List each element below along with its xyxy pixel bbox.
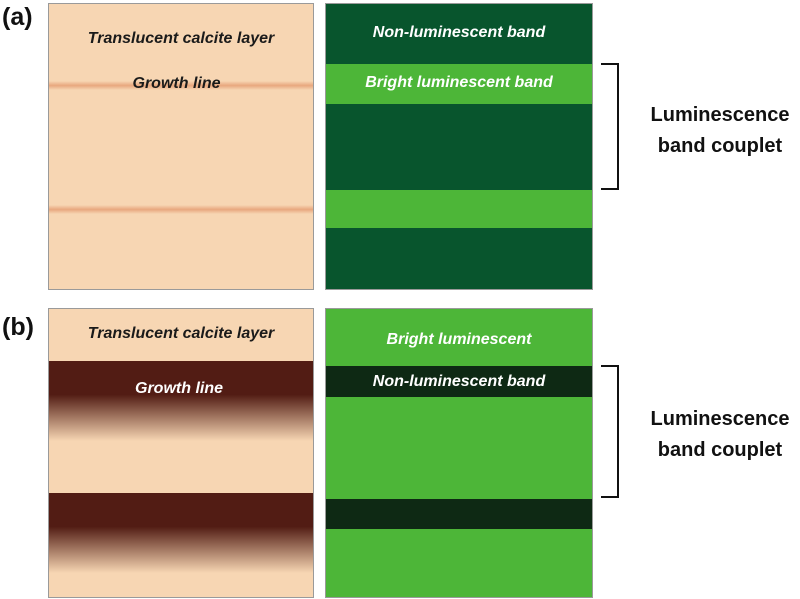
panel-b-growth-line-2 [49,493,313,573]
panel-a-couplet-bracket [601,63,619,190]
panel-b-calcite-column: Translucent calcite layer Growth line [48,308,314,598]
panel-a-label: (a) [2,3,33,31]
panel-a-cl-column: Non-luminescent band Bright luminescent … [325,3,593,290]
panel-b-couplet-line1: Luminescence [650,408,790,430]
panel-a-growth-line-label: Growth line [132,75,221,92]
panel-b-nonlum-label: Non-luminescent band [372,373,546,390]
panel-b-growth-line-label: Growth line [135,380,223,397]
panel-a-growth-line-2 [49,205,313,214]
panel-a-bright-band-2 [326,190,592,228]
panel-a-bright-band-1 [326,64,592,104]
panel-b-couplet-bracket [601,365,619,498]
panel-b-bright-label: Bright luminescent [386,331,532,348]
panel-b-couplet-line2: band couplet [657,439,783,461]
panel-a-growth-line-1 [49,81,313,90]
panel-a-couplet-line1: Luminescence [650,104,790,126]
panel-a-calcite-column: Translucent calcite layer Growth line [48,3,314,290]
panel-a-couplet-line2: band couplet [657,135,783,157]
panel-b-label: (b) [2,313,34,341]
panel-b-dark-band-1 [326,366,592,397]
panel-a-calcite-label: Translucent calcite layer [87,30,275,47]
panel-b-couplet-label: Luminescence band couplet [640,404,800,466]
panel-b-cl-column: Bright luminescent Non-luminescent band [325,308,593,598]
panel-a-couplet-label: Luminescence band couplet [640,100,800,162]
panel-b-calcite-label: Translucent calcite layer [87,325,275,342]
panel-b-dark-band-2 [326,499,592,529]
panel-a-nonlum-label: Non-luminescent band [372,24,546,41]
panel-b-growth-line-1 [49,361,313,441]
panel-a-bright-label: Bright luminescent band [365,74,553,91]
